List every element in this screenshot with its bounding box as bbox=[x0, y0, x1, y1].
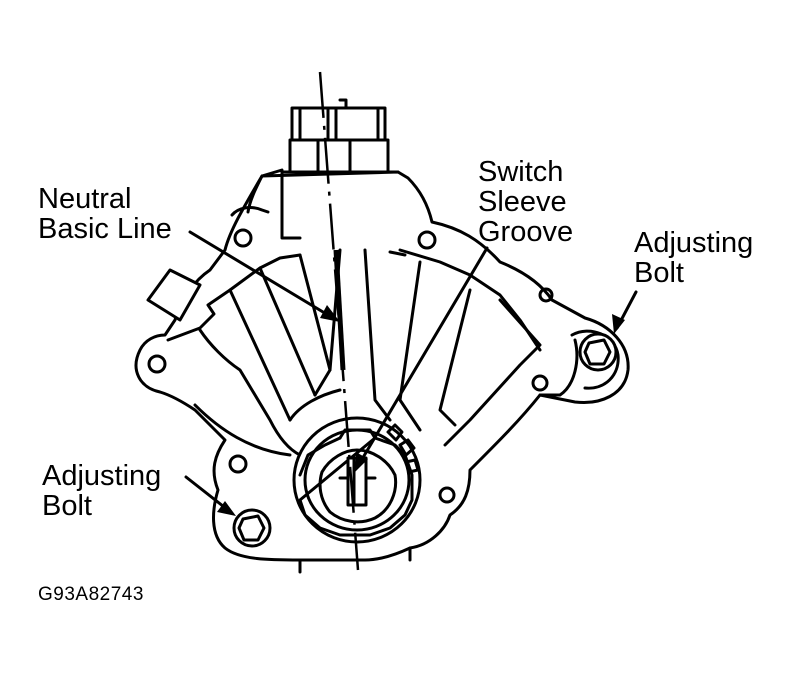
leader-adjusting-bolt-left bbox=[184, 475, 230, 512]
adjusting-bolt-right-head bbox=[578, 332, 618, 372]
label-adjusting-bolt-right-1: Adjusting bbox=[634, 227, 754, 259]
label-adjusting-bolt-right-2: Bolt bbox=[634, 257, 684, 289]
label-neutral-basic-line: Neutral Basic Line bbox=[38, 184, 172, 244]
adjusting-bolt-left-head bbox=[232, 508, 272, 548]
leader-neutral-basic-line bbox=[188, 230, 335, 320]
label-switch-sleeve-groove-3: Groove bbox=[478, 216, 574, 248]
label-adjusting-bolt-right: Adjusting Bolt bbox=[634, 228, 753, 288]
label-switch-sleeve-groove-1: Switch bbox=[478, 156, 564, 188]
label-adjusting-bolt-left: Adjusting Bolt bbox=[42, 461, 161, 521]
label-neutral-basic-line-1: Neutral bbox=[38, 183, 132, 215]
groove-marker bbox=[333, 249, 346, 371]
figure-code: G93A82743 bbox=[38, 584, 144, 605]
neutral-basic-line bbox=[318, 71, 360, 571]
label-switch-sleeve-groove: Switch Sleeve Groove bbox=[478, 157, 573, 247]
label-switch-sleeve-groove-2: Sleeve bbox=[478, 186, 567, 218]
label-adjusting-bolt-left-2: Bolt bbox=[42, 490, 92, 522]
leader-switch-sleeve-groove bbox=[356, 246, 489, 468]
label-adjusting-bolt-left-1: Adjusting bbox=[42, 460, 162, 492]
label-neutral-basic-line-2: Basic Line bbox=[38, 213, 172, 245]
